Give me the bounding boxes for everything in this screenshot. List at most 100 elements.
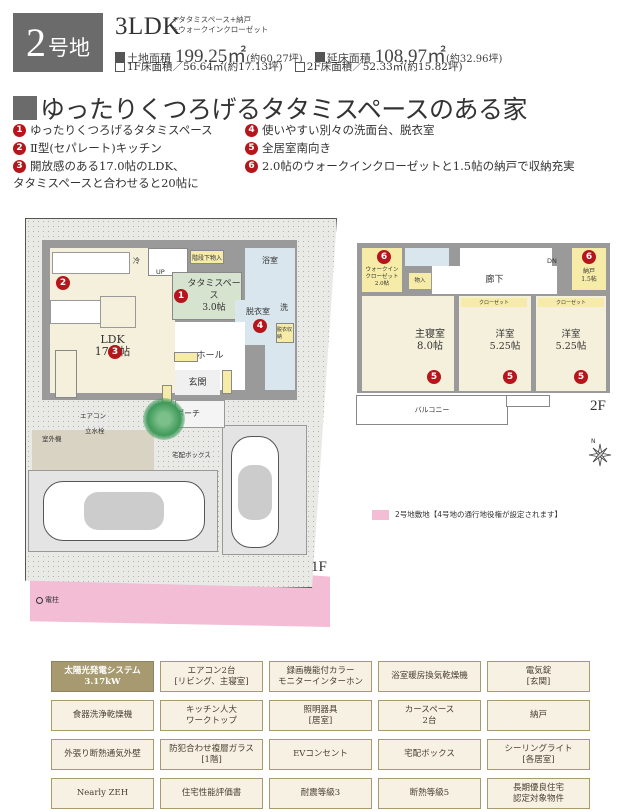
balcony: バルコニー	[356, 395, 508, 425]
car-icon	[43, 481, 205, 541]
room-label: タタミスペース 3.0帖	[187, 279, 241, 313]
equipment-item: 録画機能付カラー モニターインターホン	[269, 661, 372, 692]
closet: クローゼット	[461, 298, 527, 307]
floor-area-value: 108.97㎡	[374, 46, 446, 67]
equipment-item: エアコン2台 [リビング、主寝室]	[160, 661, 263, 692]
lot-number: 2	[26, 19, 46, 65]
room-toilet	[265, 345, 295, 390]
number-badge: 5	[245, 142, 258, 155]
room-toilet-2f	[405, 248, 449, 266]
floor-area-tsubo: (約32.96坪)	[445, 54, 503, 65]
equipment-item: 納戸	[487, 700, 590, 731]
equipment-item: 外張り断熱通気外壁	[51, 739, 154, 770]
room-western-2: 洋室 5.25帖	[536, 296, 606, 391]
plan-extras-line2: +ウォークインクローゼット	[172, 25, 269, 34]
kitchen-island	[50, 300, 106, 324]
headline: ゆったりくつろげるタタミスペースのある家	[13, 90, 528, 126]
dressing-storage: 脱衣収納	[276, 323, 294, 343]
svg-text:N: N	[591, 438, 596, 445]
room-label: バルコニー	[414, 406, 450, 414]
equipment-item: カースペース 2台	[378, 700, 481, 731]
feature-text: 2.0帖のウォークインクローゼットと1.5帖の納戸で収納充実	[262, 159, 575, 173]
faucet-label: 立水栓	[85, 427, 105, 435]
first-floor-area: 1F床面積／56.64㎡(約17.13坪)	[127, 61, 283, 73]
room-label: 物入	[414, 278, 426, 284]
stair-up-label: UP	[156, 268, 165, 276]
balcony-extension	[506, 395, 550, 407]
room-label: クローゼット	[478, 299, 509, 306]
area-summary-row: 土地面積 199.25㎡ (約60.27坪) 延床面積 108.97㎡ (約32…	[115, 41, 502, 68]
room-label: ポーチ	[176, 409, 200, 418]
number-badge: 2	[13, 142, 26, 155]
utility-pole-label: 電柱	[45, 596, 59, 604]
feature-badge-2: 2	[56, 276, 70, 290]
room-label: ホール	[196, 351, 224, 361]
equipment-item: 浴室暖房換気乾燥機	[378, 661, 481, 692]
equipment-item: 防犯合わせ複層ガラス [1階]	[160, 739, 263, 770]
washer-label: 洗	[280, 303, 288, 312]
garden-area	[32, 430, 154, 470]
feature-item: 4 使いやすい別々の洗面台、脱衣室	[245, 122, 435, 139]
feature-badge-5: 5	[427, 370, 441, 384]
empty-square-icon	[294, 62, 305, 72]
plan-extras-line1: +タタミスペース+納戸	[172, 15, 252, 24]
outdoor-unit-label: 室外機	[42, 435, 62, 443]
feature-badge-5: 5	[503, 370, 517, 384]
tree-icon	[143, 398, 185, 440]
utility-pole-icon	[36, 596, 43, 604]
delivery-box-label: 宅配ボックス	[172, 451, 211, 459]
room-label: 主寝室 8.0帖	[415, 328, 445, 352]
floor-area-label: 延床面積	[326, 52, 371, 65]
land-area-value: 199.25㎡	[175, 46, 247, 67]
land-area-label: 土地面積	[127, 52, 171, 65]
dining-table	[100, 296, 136, 328]
car-icon	[231, 436, 279, 548]
feature-item: 2 Ⅱ型(セパレート)キッチン	[13, 140, 162, 157]
equipment-item: Nearly ZEH	[51, 778, 154, 809]
room-bathroom: 浴室	[245, 248, 295, 304]
number-badge: 4	[245, 124, 258, 137]
room-label: 浴室	[262, 256, 278, 265]
feature-badge-4: 4	[253, 319, 267, 333]
feature-text: 使いやすい別々の洗面台、脱衣室	[262, 123, 435, 137]
feature-item: 5 全居室南向き	[245, 140, 331, 157]
filled-square-icon	[115, 52, 125, 62]
feature-badge-5: 5	[574, 370, 588, 384]
number-badge: 1	[13, 124, 26, 137]
storage-label: 階段下物入	[191, 254, 222, 262]
feature-badge-6: 6	[582, 250, 596, 264]
room-label: 洋室 5.25帖	[489, 328, 521, 352]
equipment-grid: 太陽光発電システム 3.17kW エアコン2台 [リビング、主寝室] 録画機能付…	[51, 661, 590, 809]
feature-item: 1 ゆったりくつろげるタタミスペース	[13, 122, 213, 139]
equipment-item: EVコンセント	[269, 739, 372, 770]
staircase	[148, 248, 188, 276]
feature-text: Ⅱ型(セパレート)キッチン	[30, 141, 162, 155]
room-label: 洋室 5.25帖	[555, 328, 587, 352]
feature-text: 開放感のある17.0帖のLDK、	[30, 159, 185, 173]
fridge-label: 冷	[133, 257, 140, 265]
room-corridor: 廊下	[432, 266, 557, 294]
lot-number-badge: 2 号地	[13, 13, 103, 72]
room-western-1: 洋室 5.25帖	[459, 296, 531, 391]
storage-label: 脱衣収納	[277, 327, 293, 340]
under-stair-storage: 階段下物入	[190, 250, 224, 264]
equipment-item: シーリングライト [各居室]	[487, 739, 590, 770]
floor-area-breakdown: 1F床面積／56.64㎡(約17.13坪) 2F床面積／52.33㎡(約15.8…	[115, 61, 463, 73]
entrance-storage	[222, 370, 232, 394]
feature-item: 3 開放感のある17.0帖のLDK、 タタミスペースと合わせると20帖に	[13, 158, 199, 192]
equipment-item: 宅配ボックス	[378, 739, 481, 770]
feature-badge-3: 3	[108, 345, 122, 359]
equipment-item: 耐震等級3	[269, 778, 372, 809]
land-area-tsubo: (約60.27坪)	[246, 54, 303, 65]
room-label: 廊下	[485, 275, 504, 285]
equipment-item: キッチン人大 ワークトップ	[160, 700, 263, 731]
empty-square-icon	[115, 62, 125, 72]
feature-badge-6: 6	[377, 250, 391, 264]
number-badge: 6	[245, 160, 258, 173]
lot-suffix: 号地	[48, 35, 90, 60]
compass-icon: N	[587, 436, 613, 468]
equipment-item: 長期優良住宅 認定対象物件	[487, 778, 590, 809]
second-floor-area: 2F床面積／52.33㎡(約15.82坪)	[306, 61, 463, 73]
floor-label-2f: 2F	[590, 398, 606, 414]
feature-badge-1: 1	[174, 289, 188, 303]
